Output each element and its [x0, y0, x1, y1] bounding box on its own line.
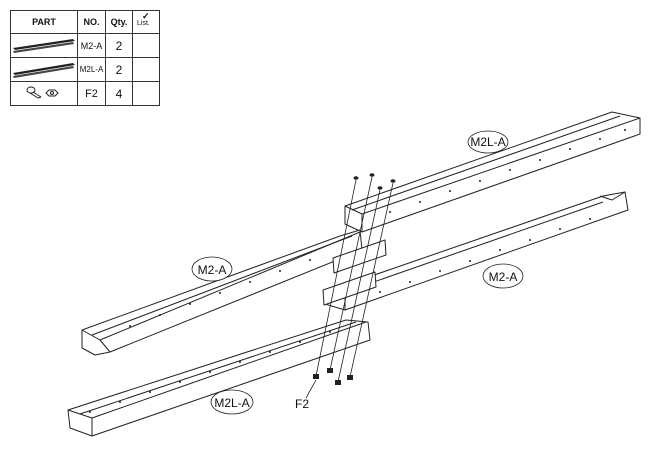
row-check[interactable] [132, 33, 160, 58]
nuts-bottom [313, 368, 353, 385]
part-image-fastener-f2 [10, 81, 78, 106]
callout-label: M2L-A [470, 135, 505, 149]
callout-fastener: F2 [295, 397, 309, 411]
callout-top-right: M2L-A [467, 130, 509, 154]
callout-bottom: M2L-A [210, 389, 254, 415]
table-row: M2-A 2 [10, 33, 160, 58]
callout-label: M2L-A [214, 396, 249, 410]
rail-upper-right [344, 111, 641, 233]
parts-table: PART NO. Qty. ✓ List. M2-A 2 M2L-A 2 [10, 10, 160, 106]
part-image-rail-m2a [10, 33, 78, 58]
table-row: M2L-A 2 [10, 57, 160, 82]
callout-label: M2-A [198, 263, 227, 277]
rail-m2la-icon [13, 63, 75, 78]
part-image-rail-m2la [10, 57, 78, 82]
rail-m2a-icon [13, 39, 75, 53]
bolt-nut-icon [26, 86, 59, 99]
row-qty: 4 [105, 81, 133, 106]
row-check[interactable] [132, 81, 160, 106]
table-row: F2 4 [10, 81, 160, 106]
callout-right: M2-A [482, 263, 524, 289]
check-icon: ✓ [142, 11, 150, 21]
rail-lower-left [67, 319, 371, 437]
row-no: F2 [77, 81, 106, 106]
header-list: ✓ List. [132, 10, 160, 34]
callout-label: M2-A [489, 270, 518, 284]
bolts-top [353, 173, 396, 190]
callout-left: M2-A [191, 256, 233, 282]
joint-plate-lower [322, 271, 377, 306]
rail-upper-left [81, 229, 363, 356]
header-list-label: List. [137, 20, 150, 27]
parts-table-header-row: PART NO. Qty. ✓ List. [10, 10, 160, 34]
